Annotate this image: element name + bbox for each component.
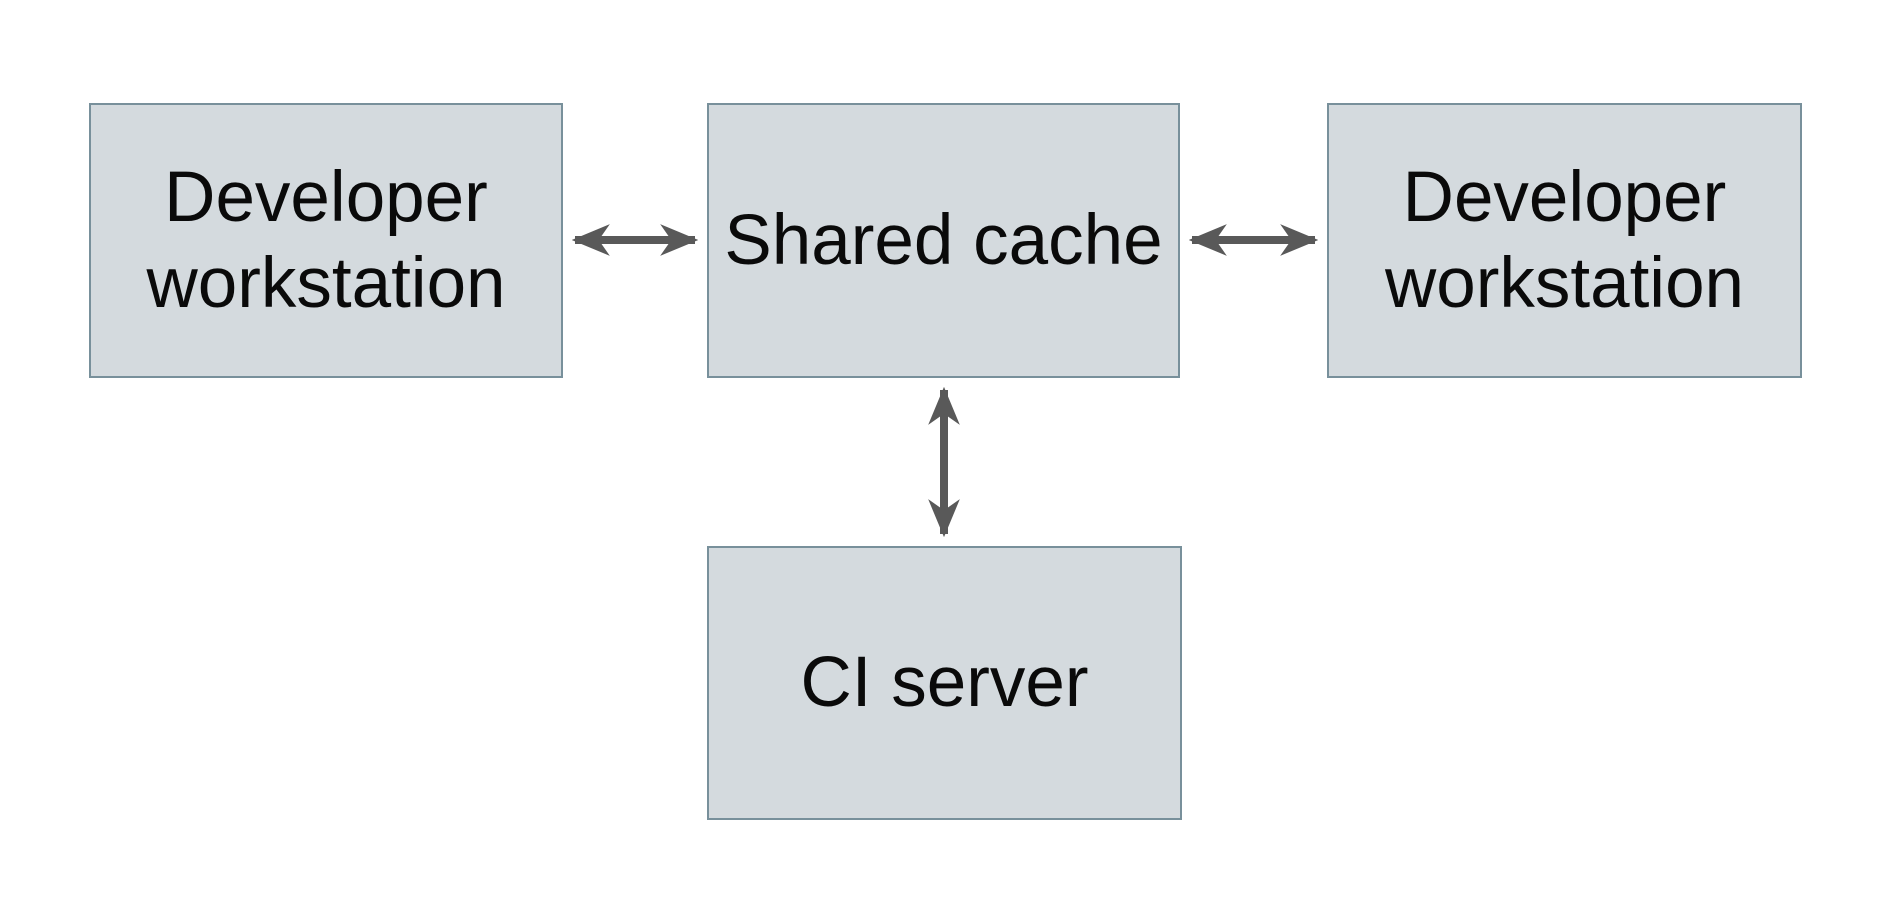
- node-developer-workstation-left: Developer workstation: [89, 103, 563, 378]
- node-label: Developer workstation: [1384, 157, 1745, 323]
- node-developer-workstation-right: Developer workstation: [1327, 103, 1802, 378]
- node-label: CI server: [800, 643, 1089, 723]
- node-label: Developer workstation: [146, 157, 506, 323]
- node-ci-server: CI server: [707, 546, 1182, 820]
- node-shared-cache: Shared cache: [707, 103, 1180, 378]
- node-label: Shared cache: [724, 200, 1163, 280]
